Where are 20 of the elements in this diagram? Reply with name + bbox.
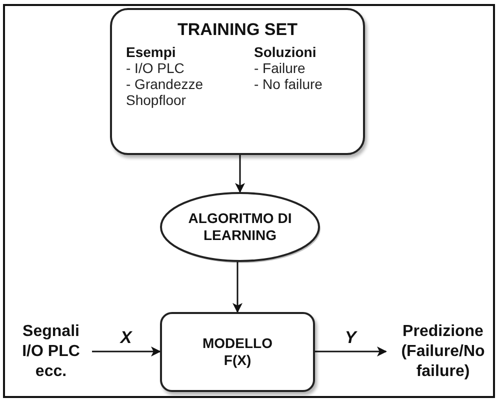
box-title: TRAINING SET	[178, 20, 298, 40]
edge-label: X	[120, 328, 132, 348]
list-item: - I/O PLC	[126, 60, 186, 76]
edge-label: Y	[344, 328, 356, 348]
ellipse-node	[160, 192, 320, 262]
node-label: ALGORITMO DI LEARNING	[187, 210, 293, 244]
arrow	[232, 262, 242, 313]
column-heading: Esempi	[126, 44, 177, 60]
node-label: MODELLO F(X)	[202, 335, 274, 369]
rounded-box	[110, 8, 365, 155]
text-label: Segnali I/O PLC ecc.	[21, 322, 81, 382]
list-item: - No failure	[254, 76, 324, 92]
rounded-box	[160, 312, 315, 392]
arrow	[235, 155, 245, 193]
list-item: - Grandezze Shopfloor	[126, 76, 204, 108]
column-heading: Soluzioni	[254, 44, 318, 60]
arrow	[92, 346, 161, 356]
arrow	[315, 346, 387, 356]
list-item: - Failure	[254, 60, 306, 76]
text-label: Predizione (Failure/No failure)	[400, 322, 486, 382]
